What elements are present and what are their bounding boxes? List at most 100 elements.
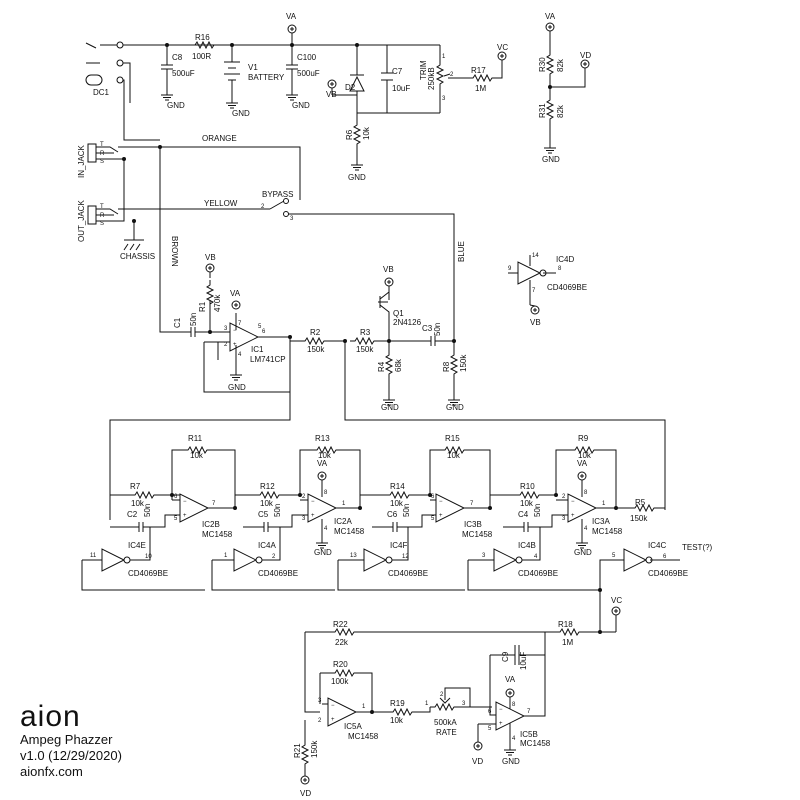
r3-value: 150k xyxy=(356,345,374,354)
r22-ref: R22 xyxy=(333,620,348,629)
c2-value: 50n xyxy=(143,504,152,517)
r20-ref: R20 xyxy=(333,660,348,669)
blue-wire-label: BLUE xyxy=(457,241,466,262)
vb-label: VB xyxy=(530,318,541,327)
bypass-pin-2: 2 xyxy=(261,204,265,210)
ic2b-pin-7: 7 xyxy=(212,501,216,507)
vd-label: VD xyxy=(472,757,483,766)
r31-value: 82k xyxy=(556,104,565,118)
ic4b-ref: IC4B xyxy=(518,541,536,550)
rate-value: 500kA xyxy=(434,718,457,727)
ic2a-pin-8: 8 xyxy=(324,490,328,496)
in-jack-label: IN_JACK xyxy=(77,144,86,178)
ic3b-pin-7: 7 xyxy=(470,501,474,507)
r8-value: 150k xyxy=(459,354,468,372)
ic3a-pin-4: 4 xyxy=(584,526,588,532)
c8-value: 500uF xyxy=(172,69,195,78)
r12-value: 10k xyxy=(260,499,274,508)
dc1-label: DC1 xyxy=(93,88,110,97)
gnd-label: GND xyxy=(502,757,520,766)
ic4b-pin-4: 4 xyxy=(534,554,538,560)
r3-ref: R3 xyxy=(360,328,371,337)
c6-value: 50n xyxy=(402,504,411,517)
phase-stage-2: R12 10k C5 50n R13 10k VA GND IC2A MC145… xyxy=(235,434,365,557)
gnd-label: GND xyxy=(314,548,332,557)
website-link[interactable]: aionfx.com xyxy=(20,764,83,779)
ic4f-pin-12: 12 xyxy=(402,554,409,560)
r7-ref: R7 xyxy=(130,482,141,491)
ic3b-pin-6: 6 xyxy=(431,494,435,500)
c9-ref: C9 xyxy=(501,651,510,662)
r4-value: 68k xyxy=(394,358,403,372)
c100-value: 500uF xyxy=(297,69,320,78)
r14-ref: R14 xyxy=(390,482,405,491)
chassis-label: CHASSIS xyxy=(120,252,155,261)
ic3a-pin-8: 8 xyxy=(584,490,588,496)
vd-label: VD xyxy=(580,51,591,60)
ic5b-ref: IC5B xyxy=(520,730,538,739)
r12-ref: R12 xyxy=(260,482,275,491)
c4-ref: C4 xyxy=(518,510,529,519)
ic3b-pin-5: 5 xyxy=(431,516,435,522)
ic4d-inverter: 9 8 14 7 IC4D CD4069BE VB xyxy=(508,253,587,327)
c4-value: 50n xyxy=(533,504,542,517)
trim-value: 250kB xyxy=(427,67,436,90)
gnd-label: GND xyxy=(381,403,399,412)
r10-ref: R10 xyxy=(520,482,535,491)
out-jack-label: OUT_JACK xyxy=(77,200,86,242)
ic5a-value: MC1458 xyxy=(348,732,379,741)
gnd-label: GND xyxy=(446,403,464,412)
ic3b-ref: IC3B xyxy=(464,520,482,529)
ic2a-pin-4: 4 xyxy=(324,526,328,532)
ic4a-ref: IC4A xyxy=(258,541,276,550)
r4-ref: R4 xyxy=(377,361,386,372)
r15-ref: R15 xyxy=(445,434,460,443)
ic4e-ref: IC4E xyxy=(128,541,146,550)
c7-ref: C7 xyxy=(392,67,403,76)
rate-pin-1: 1 xyxy=(425,701,429,707)
r20-value: 100k xyxy=(331,677,349,686)
vb-label: VB xyxy=(205,253,216,262)
out-jack-pin-r: R xyxy=(100,213,105,219)
v1-ref: V1 xyxy=(248,63,258,72)
ic2a-pin-1: 1 xyxy=(342,501,346,507)
ic1-pin-3: 3 xyxy=(224,326,228,332)
ic3b-value: MC1458 xyxy=(462,530,493,539)
ic5b-pin-8: 8 xyxy=(512,702,516,708)
rate-ref: RATE xyxy=(436,728,457,737)
ic4c-pin-6: 6 xyxy=(663,554,667,560)
c6-ref: C6 xyxy=(387,510,398,519)
r16-ref: R16 xyxy=(195,33,210,42)
gnd-label: GND xyxy=(574,548,592,557)
r5-value: 150k xyxy=(630,514,648,523)
ic5a-ref: IC5A xyxy=(344,722,362,731)
ic1-pin-2: 2 xyxy=(224,342,228,348)
gnd-label: GND xyxy=(232,109,250,118)
in-jack-pin-t: T xyxy=(100,142,104,148)
ic3a-pin-3: 3 xyxy=(562,516,566,522)
c1-value: 50n xyxy=(189,313,198,326)
in-jack-pin-s: S xyxy=(100,159,104,165)
r6-ref: R6 xyxy=(345,129,354,140)
r19-value: 10k xyxy=(390,716,404,725)
inverter-row: 11 10 IC4E CD4069BE 1 2 IC4A CD4069BE 13… xyxy=(81,527,713,632)
trim-pin-2: 2 xyxy=(450,72,454,78)
ic2b-value: MC1458 xyxy=(202,530,233,539)
ic5a-pin-2: 2 xyxy=(318,718,322,724)
rate-pin-3: 3 xyxy=(462,701,466,707)
va-label: VA xyxy=(317,459,328,468)
r8-ref: R8 xyxy=(442,361,451,372)
r15-value: 10k xyxy=(447,451,461,460)
ic4d-value: CD4069BE xyxy=(547,283,587,292)
ic1-pin-7: 7 xyxy=(238,321,242,327)
gnd-label: GND xyxy=(292,101,310,110)
r13-ref: R13 xyxy=(315,434,330,443)
r5-ref: R5 xyxy=(635,498,646,507)
r9-value: 10k xyxy=(578,451,592,460)
ic2a-value: MC1458 xyxy=(334,527,365,536)
r17-ref: R17 xyxy=(471,66,486,75)
va-label: VA xyxy=(230,289,241,298)
ic5a-pin-1: 1 xyxy=(362,704,366,710)
ic1-pin-5: 5 xyxy=(258,324,262,330)
r1-ref: R1 xyxy=(198,301,207,312)
